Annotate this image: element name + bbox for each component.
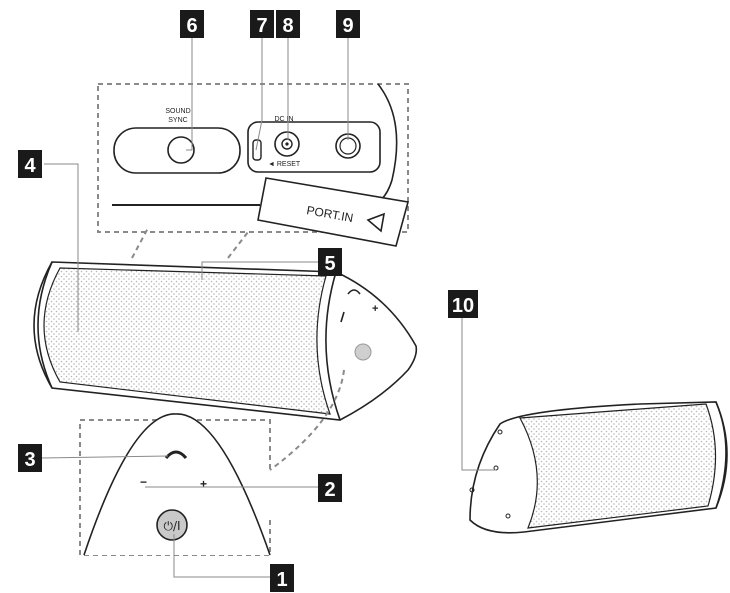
control-panel-shape [83,413,271,556]
callout-7: 7 [250,10,274,38]
leader-7 [255,38,263,151]
callout-8: 8 [276,10,300,38]
callout-1: 1 [270,564,294,592]
callout-4-label: 4 [24,155,36,177]
port-in-arrow-icon [366,212,386,233]
callout-9: 9 [336,10,360,38]
dc-in-label: DC IN [274,116,293,123]
leader-1 [173,534,272,578]
callout-6-label: 6 [186,15,197,37]
main-speaker: + [33,261,418,421]
callout-3-label: 3 [24,449,35,471]
callout-4: 4 [18,150,42,178]
speaker-grille [43,267,331,415]
port-in-jack-inner [339,137,357,155]
callout-8-label: 8 [282,15,293,37]
leader-3 [41,455,169,459]
reset-label: ◄ RESET [268,161,301,168]
callout-10: 10 [448,290,478,318]
callout-1-label: 1 [276,569,287,591]
port-cover-flap [257,177,410,247]
end-cap-phone-icon [347,289,361,295]
sound-sync-label-line1: SOUND [165,108,190,115]
leader-lines [41,38,496,578]
rear-panel-inset: SOUND SYNC DC IN ◄ RESET PORT.IN [97,83,410,247]
inset-connector-dash-2 [227,231,249,259]
sound-sync-button[interactable] [167,136,195,164]
side-speaker-grille [519,403,717,529]
callout-9-label: 9 [342,15,353,37]
callout-7-label: 7 [256,15,267,37]
sound-sync-label-line2: SYNC [168,117,187,124]
rear-panel-dashed-frame [97,83,409,233]
power-button[interactable] [156,509,188,541]
end-cap-power-button[interactable] [354,343,372,361]
callout-2-label: 2 [324,479,335,501]
side-speaker-dot-3 [469,487,475,493]
inset-connector-dash-1 [131,227,149,259]
side-speaker-end-cap [715,401,728,509]
end-cap-plus-icon: + [372,303,378,315]
end-cap-connector-dash [269,369,345,471]
leader-6 [186,38,193,151]
side-speaker-dot-1 [497,429,503,435]
side-speaker [469,401,728,534]
leader-5 [201,261,318,280]
leader-10 [461,318,496,471]
control-panel-inset: − + ⏻/I [79,413,271,556]
power-button-symbol: ⏻/I [163,519,180,533]
callout-5-label: 5 [324,253,335,275]
speaker-end-cap [325,271,341,421]
volume-down-button[interactable]: − [140,475,147,489]
callout-2: 2 [318,474,342,502]
callout-10-label: 10 [452,295,474,317]
volume-up-button[interactable]: + [200,477,207,491]
callout-6: 6 [180,10,204,38]
end-cap-minus-icon [340,311,345,323]
callout-5: 5 [318,248,342,276]
reset-button[interactable] [252,139,262,161]
dc-in-pin [285,142,289,146]
callout-3: 3 [18,444,42,472]
speaker-left-cap-rim [37,261,53,389]
side-speaker-dot-4 [505,513,511,519]
leader-4 [44,163,79,332]
